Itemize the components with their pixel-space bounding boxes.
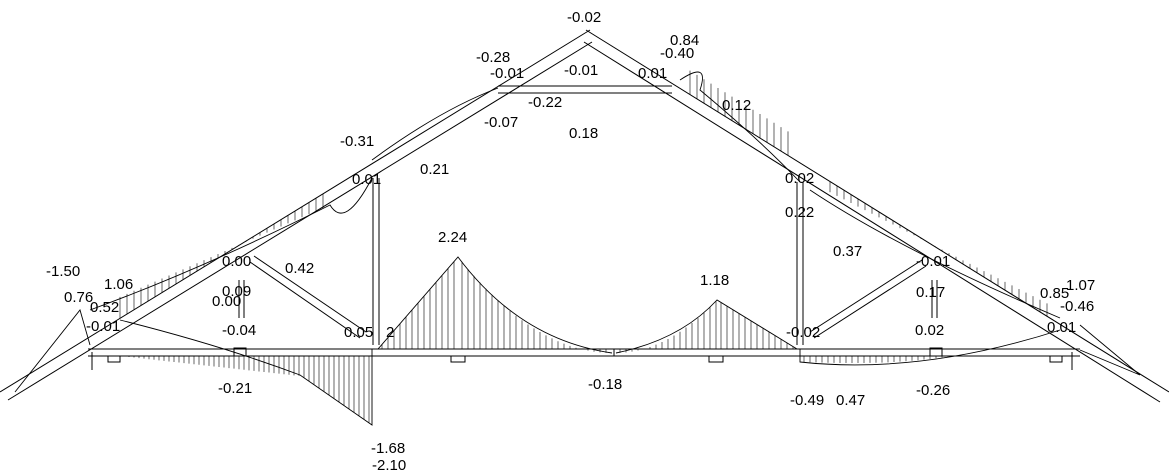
- value-label: 1.07: [1066, 277, 1095, 294]
- value-label: -0.01: [86, 318, 120, 335]
- value-label: 0.52: [90, 299, 119, 316]
- right-end-curve: [1079, 324, 1141, 376]
- value-label: -1.68: [371, 440, 405, 457]
- value-label: -0.01: [916, 253, 950, 270]
- value-label: 0.37: [833, 243, 862, 260]
- value-label: 0.22: [785, 204, 814, 221]
- value-label: 0.47: [836, 392, 865, 409]
- value-label: 2: [386, 324, 394, 341]
- moment-hatching: [119, 70, 1048, 423]
- value-label: -0.18: [588, 376, 622, 393]
- value-label: -1.50: [46, 263, 80, 280]
- value-label: -0.02: [567, 9, 601, 26]
- right-short-vertical: [931, 280, 938, 318]
- value-label: 0.02: [785, 170, 814, 187]
- value-label: 2.24: [438, 229, 467, 246]
- value-label: 0.84: [670, 32, 699, 49]
- value-labels: -0.02 0.84 -0.40 -0.28 -0.01 -0.01 0.01 …: [46, 9, 1095, 473]
- value-label: 1.06: [104, 276, 133, 293]
- value-label: -0.31: [340, 133, 374, 150]
- rafter-curve-right-lower: [809, 189, 1061, 319]
- value-label: 0.76: [64, 289, 93, 306]
- value-label: 0.02: [915, 322, 944, 339]
- value-label: 0.00: [222, 253, 251, 270]
- value-label: 0.85: [1040, 285, 1069, 302]
- value-label: -0.40: [660, 45, 694, 62]
- value-label: 0.12: [722, 97, 751, 114]
- value-label: -0.01: [564, 62, 598, 79]
- value-label: 0.05: [344, 324, 373, 341]
- right-diagonal: [809, 259, 927, 339]
- value-label: -0.22: [528, 94, 562, 111]
- left-short-vertical: [238, 280, 245, 318]
- value-label: -0.26: [916, 382, 950, 399]
- value-label: 0.42: [285, 260, 314, 277]
- value-label: 0.09: [222, 283, 251, 300]
- value-label: 1.18: [700, 272, 729, 289]
- value-label: -0.46: [1060, 298, 1094, 315]
- collar-tie: [498, 85, 672, 94]
- peak-curve-right: [615, 299, 798, 354]
- moment-curves: [14, 71, 1141, 426]
- left-vertical: [372, 178, 380, 345]
- value-label: 0.18: [569, 125, 598, 142]
- value-label: -0.04: [222, 322, 256, 339]
- value-label: 0.21: [420, 161, 449, 178]
- sag-curve-right: [799, 329, 1061, 366]
- value-label: 0.01: [352, 171, 381, 188]
- left-end-curve: [14, 309, 91, 393]
- value-label: 0.01: [638, 65, 667, 82]
- value-label: -0.07: [484, 114, 518, 131]
- value-label: 0.00: [212, 293, 241, 310]
- support-marks: [91, 347, 1073, 370]
- right-top-chord: [583, 29, 1169, 403]
- peak-curve-left: [377, 256, 613, 354]
- rafter-curve-left: [89, 177, 373, 311]
- frame-structure: [0, 29, 1169, 403]
- rafter-curve-left-upper: [371, 87, 499, 161]
- rafter-curve-right: [679, 71, 801, 183]
- value-label: -2.10: [372, 457, 406, 473]
- value-label: -0.21: [218, 380, 252, 397]
- left-diagonal: [249, 255, 367, 339]
- value-label: -0.01: [490, 65, 524, 82]
- right-vertical: [796, 182, 804, 345]
- value-label: -0.49: [790, 392, 824, 409]
- value-label: -0.02: [786, 324, 820, 341]
- sag-curve-left: [119, 319, 373, 426]
- value-label: -0.28: [476, 49, 510, 66]
- value-label: 0.01: [1047, 319, 1076, 336]
- value-label: 0.17: [916, 284, 945, 301]
